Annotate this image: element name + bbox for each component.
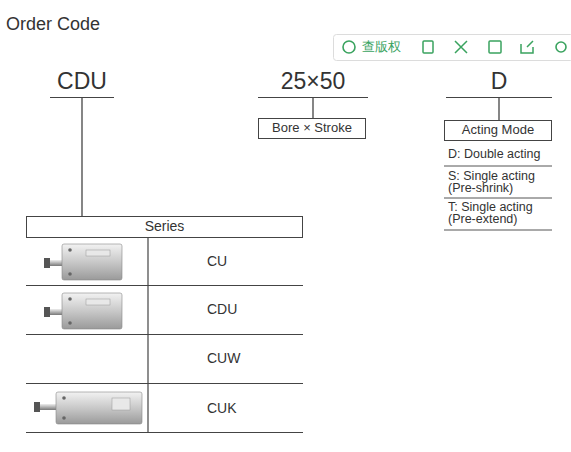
cylinder-picture	[34, 392, 142, 424]
node-text: Acting Mode	[462, 123, 534, 137]
order-code-part: D	[446, 67, 552, 98]
node-text: Bore × Stroke	[272, 121, 352, 135]
toolbar-text: 查版权	[362, 39, 422, 55]
option-text: T: Single acting (Pre-extend)	[448, 202, 550, 225]
cylinder-picture	[44, 244, 122, 280]
field-box: Acting Mode	[444, 120, 552, 141]
table-cell: CUW	[207, 350, 287, 366]
option-rule	[444, 198, 552, 199]
toolbar-icon	[423, 41, 433, 53]
table-rule	[26, 334, 303, 335]
order-code-part: 25×50	[258, 67, 368, 98]
option-rule	[444, 230, 552, 231]
leader-line	[498, 98, 499, 120]
node-text: CDU	[57, 69, 107, 94]
table-rule	[26, 285, 303, 286]
toolbar-icon	[556, 42, 566, 52]
option-text: D: Double acting	[448, 147, 554, 161]
toolbar-icon	[489, 41, 501, 53]
table-header-box: Series	[26, 216, 303, 238]
node-text: D	[491, 69, 508, 94]
toolbar-icon	[455, 41, 467, 53]
table-rule	[26, 432, 303, 433]
table-cell: CDU	[207, 301, 287, 317]
toolbar-icon	[343, 41, 355, 53]
toolbar-icon	[521, 41, 533, 53]
option-text: S: Single acting (Pre-shrink)	[448, 171, 550, 194]
node-text: 25×50	[281, 69, 346, 94]
table-cell: CU	[207, 253, 287, 269]
leader-line	[312, 98, 313, 118]
toolbar-frame	[334, 35, 571, 61]
diagram-title: Order Code	[6, 14, 100, 35]
field-box: Bore × Stroke	[258, 118, 366, 139]
cylinder-picture	[44, 293, 122, 329]
node-text: Series	[145, 219, 185, 234]
order-code-part: CDU	[50, 67, 114, 98]
table-rule	[26, 383, 303, 384]
leader-line	[81, 98, 82, 216]
table-cell: CUK	[207, 400, 287, 416]
option-rule	[444, 166, 552, 167]
